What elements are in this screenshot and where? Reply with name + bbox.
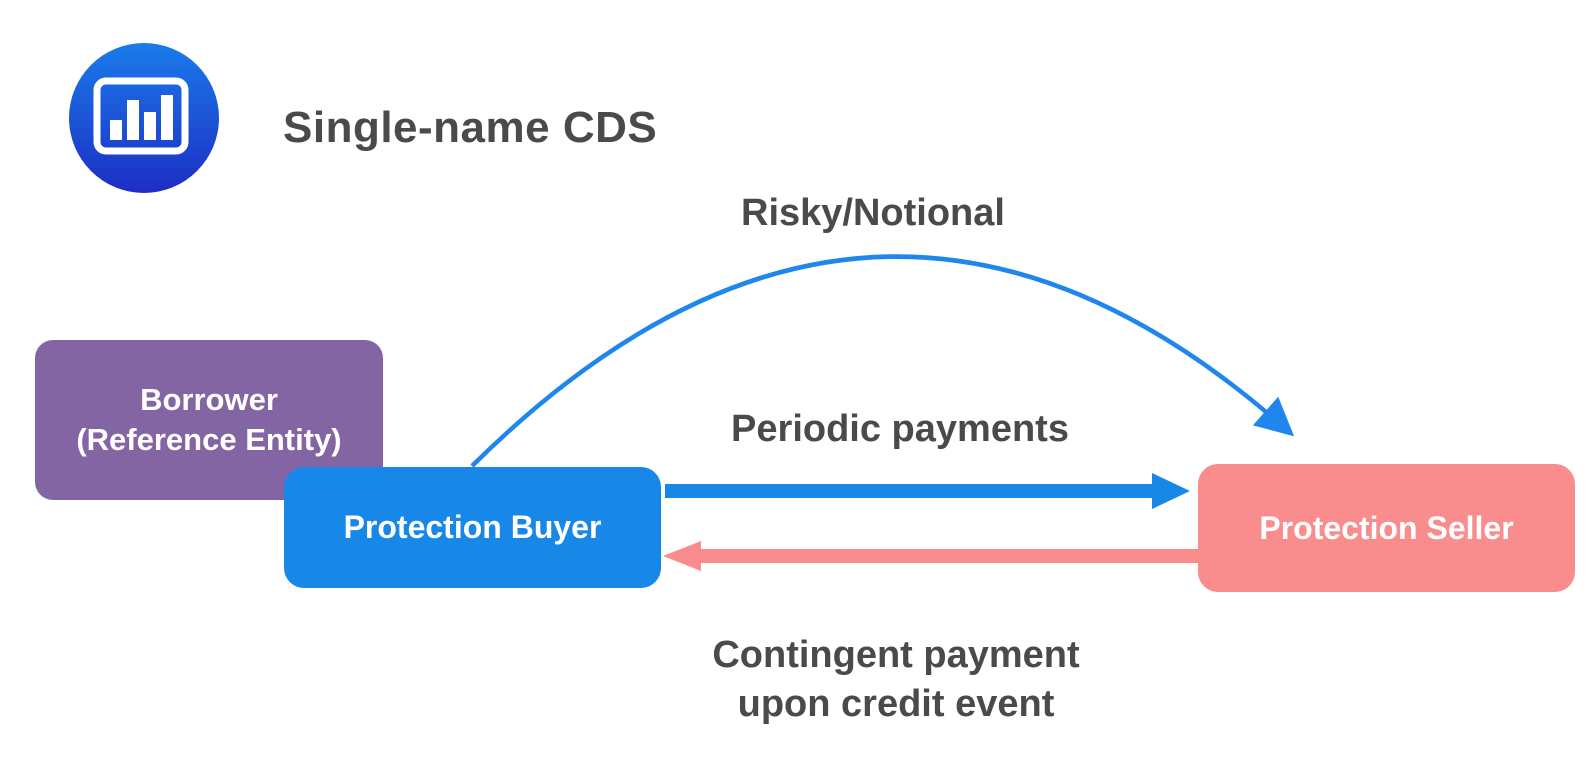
bar-chart-icon-glyph [93,77,189,155]
page-title: Single-name CDS [283,103,658,152]
edge-label-risky-notional: Risky/Notional [741,192,1005,234]
periodic-payments-arrow [665,473,1190,509]
node-protection-buyer: Protection Buyer [284,467,661,588]
bar-chart-icon [69,43,219,193]
contingent-payment-arrow [663,541,1198,571]
node-borrower-label-line2: (Reference Entity) [76,422,342,457]
edge-label-periodic-payments: Periodic payments [731,408,1069,450]
node-protection-buyer-label: Protection Buyer [343,509,602,545]
node-protection-seller: Protection Seller [1198,464,1575,592]
node-protection-seller-label: Protection Seller [1259,509,1514,546]
node-borrower-label-line1: Borrower [140,382,278,417]
edge-label-contingent-payment-line2: upon credit event [737,683,1055,725]
edge-label-contingent-payment-line1: Contingent payment [712,634,1080,676]
edge-label-contingent-payment: Contingent payment upon credit event [712,631,1079,729]
